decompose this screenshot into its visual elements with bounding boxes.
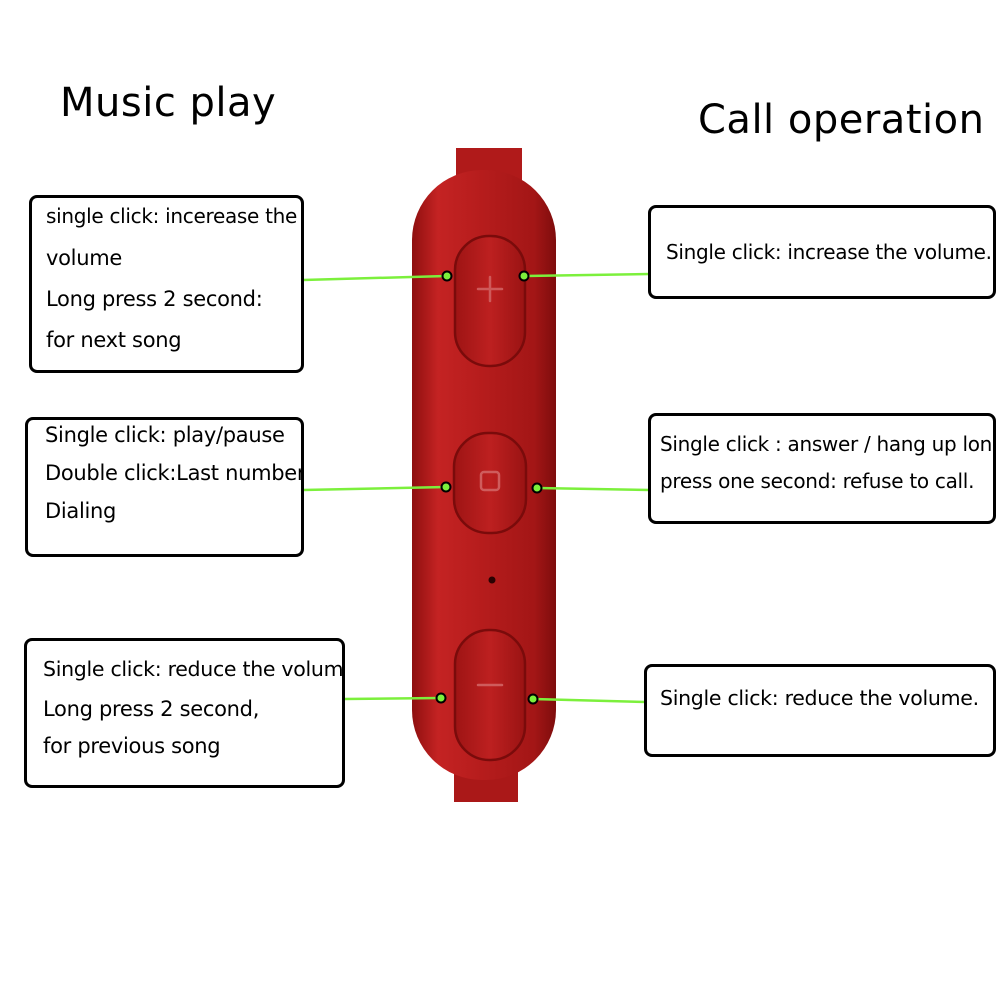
leader-call-answer [536, 486, 651, 492]
music-play-heading: Music play [60, 80, 277, 126]
leader-call-volume-up [524, 272, 651, 278]
leader-music-volume-down [343, 696, 442, 701]
dot-call-volume-up [518, 270, 530, 282]
call-volume-up-line-1: Single click: increase the volume. [666, 240, 992, 264]
call-answer-line-2: press one second: refuse to call. [660, 469, 975, 493]
leader-music-volume-up [302, 274, 447, 282]
call-volume-up-box: Single click: increase the volume. [648, 205, 996, 299]
leader-music-play [302, 485, 447, 492]
music-volume-up-line-4: for next song [46, 328, 182, 352]
dot-music-volume-down [435, 692, 447, 704]
music-play-pause-box: Single click: play/pause Double click:La… [25, 417, 304, 557]
music-play-pause-line-1: Single click: play/pause [45, 423, 285, 447]
music-volume-up-line-1: single click: incerease the [46, 204, 298, 228]
call-volume-down-box: Single click: reduce the volume. [644, 664, 996, 757]
music-play-pause-line-2: Double click:Last number [45, 461, 304, 485]
music-volume-down-box: Single click: reduce the volume Long pre… [24, 638, 345, 788]
dot-music-play [440, 481, 452, 493]
music-volume-up-line-3: Long press 2 second: [46, 287, 263, 311]
call-answer-box: Single click : answer / hang up long pre… [648, 413, 996, 524]
music-volume-up-box: single click: incerease the volume Long … [29, 195, 304, 373]
volume-down-button[interactable] [453, 628, 527, 762]
square-icon [479, 470, 501, 492]
call-operation-heading: Call operation [698, 97, 985, 143]
music-play-pause-line-3: Dialing [45, 499, 117, 523]
play-pause-button[interactable] [452, 431, 528, 535]
call-volume-down-line-1: Single click: reduce the volume. [660, 686, 979, 710]
microphone-hole [488, 576, 496, 584]
call-answer-line-1: Single click : answer / hang up long [660, 432, 996, 456]
music-volume-down-line-2: Long press 2 second, [43, 697, 260, 721]
plus-icon [476, 275, 504, 303]
music-volume-down-line-3: for previous song [43, 734, 221, 758]
leader-call-volume-down [532, 697, 647, 704]
dot-music-volume-up [441, 270, 453, 282]
music-volume-up-line-2: volume [46, 246, 122, 270]
music-volume-down-line-1: Single click: reduce the volume [43, 657, 345, 681]
dot-call-volume-down [527, 693, 539, 705]
dot-call-answer [531, 482, 543, 494]
